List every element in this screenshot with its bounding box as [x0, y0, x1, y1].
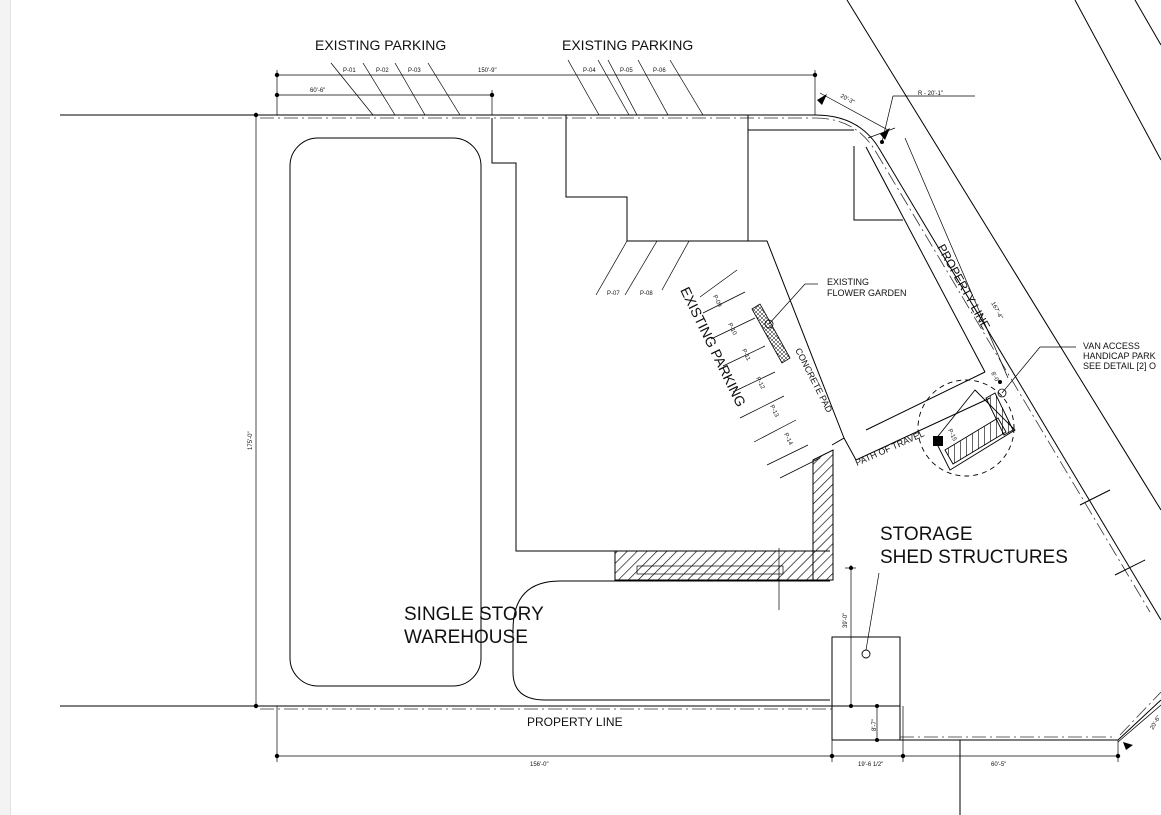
- warehouse-outline: [289, 118, 830, 701]
- parking-space-label: P-05: [620, 68, 633, 74]
- concrete-pad-label: CONCRETE PAD: [793, 346, 834, 414]
- dim-shed-height: 39'-0": [843, 613, 849, 628]
- van-access-label-1: VAN ACCESS: [1083, 341, 1140, 351]
- van-access-label-2: HANDICAP PARK: [1083, 351, 1156, 361]
- hatched-walkway: [614, 449, 834, 610]
- dim-bottom-mid: 19'-6 1/2": [858, 762, 883, 768]
- parking-space-label: P-02: [376, 68, 389, 74]
- parking-space-label: P-04: [583, 68, 596, 74]
- dim-east-small: 8'-0": [989, 371, 1000, 384]
- plan-labels: EXISTING PARKING EXISTING PARKING EXISTI…: [315, 37, 1156, 729]
- parking-space-label: P-14: [782, 432, 793, 447]
- dimension-lines: [253, 70, 1161, 762]
- parking-space-label: P-08: [640, 291, 653, 297]
- storage-shed: [831, 565, 901, 708]
- existing-parking-label-left: EXISTING PARKING: [315, 37, 446, 53]
- dim-bottom-left: 156'-0": [530, 762, 549, 768]
- parking-space-label: P-07: [607, 291, 620, 297]
- dim-left-height: 175'-0": [248, 431, 254, 450]
- parking-space-label: P-09: [711, 294, 722, 309]
- storage-label-1: STORAGE: [880, 524, 973, 545]
- dimension-labels: 150'-9" 60'-6" 175'-0" 156'-0" 19'-6 1/2…: [248, 68, 1161, 768]
- existing-parking-label-right: EXISTING PARKING: [562, 37, 693, 53]
- warehouse-label-2: WAREHOUSE: [404, 627, 528, 648]
- storage-label-2: SHED STRUCTURES: [880, 547, 1068, 568]
- parking-space-label: P-06: [653, 68, 666, 74]
- dim-top-overall: 150'-9": [478, 68, 497, 74]
- parking-stripes-top: [330, 59, 704, 116]
- property-line-label-south: PROPERTY LINE: [527, 715, 623, 729]
- path-of-travel-label: PATH OF TRAVEL: [854, 428, 926, 467]
- parking-space-label: P-11: [740, 348, 751, 362]
- parking-stripes-diag: [595, 240, 821, 479]
- warehouse-label-1: SINGLE STORY: [404, 604, 544, 625]
- dim-radius: R - 20'-1": [918, 91, 943, 97]
- van-access-label-3: SEE DETAIL [2] O: [1083, 361, 1156, 371]
- parking-space-label: P-03: [408, 68, 421, 74]
- dim-shed-small: 8'-7": [872, 719, 878, 731]
- flower-garden-label-2: FLOWER GARDEN: [827, 288, 907, 298]
- parking-space-labels: P-01 P-02 P-03 P-04 P-05 P-06 P-07 P-08 …: [343, 68, 957, 447]
- flower-garden-label-1: EXISTING: [827, 277, 869, 287]
- parking-space-label: P-15: [946, 428, 957, 443]
- dim-corner-chamfer: 20'-3": [839, 93, 855, 105]
- parking-space-label: P-12: [754, 376, 765, 391]
- parking-space-label: P-13: [768, 404, 779, 419]
- dim-east-length: 167'-4": [989, 301, 1003, 320]
- parking-space-label: P-01: [343, 68, 356, 74]
- property-line-label-east: PROPERTY LINE: [934, 242, 993, 332]
- flower-garden: [751, 283, 818, 364]
- parking-space-label: P-10: [726, 322, 737, 337]
- dim-bottom-right: 60'-5": [991, 762, 1006, 768]
- dim-southeast-chamfer: 20'-6": [1150, 715, 1161, 731]
- handicap-parking: [917, 346, 1076, 477]
- dim-top-left: 60'-6": [310, 88, 325, 94]
- page-edge: [0, 0, 11, 815]
- existing-parking-label-diag: EXISTING PARKING: [677, 284, 749, 409]
